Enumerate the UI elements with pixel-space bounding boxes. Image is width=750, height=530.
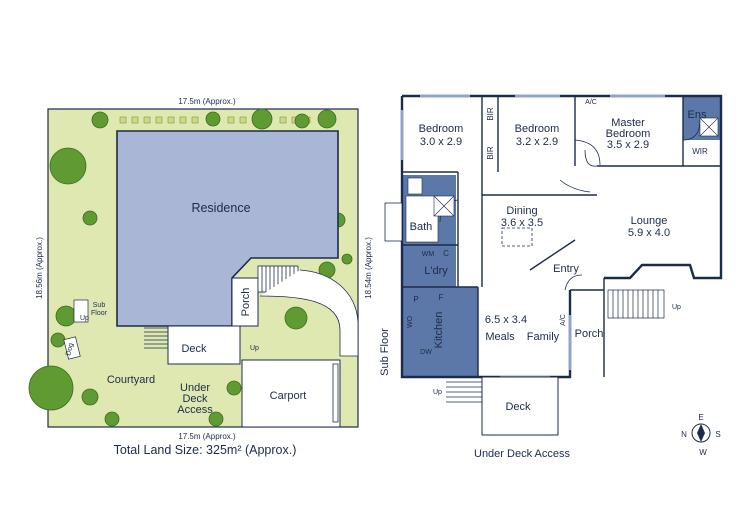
compass-n: N [681, 430, 687, 439]
sub-floor-label: Sub Floor [379, 328, 391, 376]
bedroom2-name: Bedroom [515, 123, 560, 135]
fridge-label: F [439, 293, 444, 302]
laundry-label: L'dry [424, 265, 448, 277]
site-up-label-2: Up [250, 345, 259, 352]
master-size: 3.5 x 2.9 [607, 139, 649, 151]
lounge-name: Lounge [631, 215, 668, 227]
lounge-size: 5.9 x 4.0 [628, 227, 670, 239]
compass-s: S [715, 430, 720, 439]
dishwasher-label: DW [420, 349, 432, 356]
site-plan: Residence Porch Deck Courtyard Under Dec… [28, 97, 373, 457]
site-subfloor-2: Floor [91, 310, 108, 317]
bath-room [405, 195, 439, 243]
floor-plan [384, 94, 723, 443]
site-porch-label: Porch [240, 288, 252, 317]
carport-area [241, 359, 341, 428]
site-carport-label: Carport [270, 390, 307, 402]
compass-icon [691, 423, 711, 443]
wm-label: WM [422, 251, 435, 258]
bedroom2-size: 3.2 x 2.9 [516, 136, 558, 148]
site-dim-top: 17.5m (Approx.) [178, 97, 236, 106]
meals-label: Meals [485, 331, 515, 343]
site-residence-label: Residence [191, 201, 250, 215]
site-deck-label: Deck [181, 343, 207, 355]
entry-label: Entry [553, 263, 579, 275]
vanity [407, 177, 423, 195]
site-subfloor-1: Sub [93, 302, 106, 309]
porch-area [231, 277, 259, 327]
pantry-label: P [413, 295, 418, 304]
door-swings [439, 119, 701, 291]
bir-label-2: BIR [486, 146, 495, 160]
trees [28, 108, 353, 427]
bathtub [384, 202, 403, 242]
bir-label-1: BIR [486, 107, 495, 121]
deck-steps [144, 327, 168, 349]
compass-w: W [699, 448, 707, 457]
laundry-wet-area [402, 245, 456, 287]
rear-deck [481, 376, 559, 436]
ac-label-2: A/C [560, 314, 567, 326]
wir-label: WIR [692, 147, 708, 156]
porch-label: Porch [575, 328, 604, 340]
compass-e: E [698, 413, 703, 422]
residence-block [116, 130, 339, 327]
bath-label: Bath [410, 221, 433, 233]
deck-stairs [446, 376, 482, 403]
wall-oven-label: WO [407, 315, 414, 328]
family-label: Family [527, 331, 560, 343]
deck-area [167, 325, 241, 365]
deck-label: Deck [505, 401, 531, 413]
family-size: 6.5 x 3.4 [485, 314, 527, 326]
ensuite-label: Ens [688, 109, 707, 121]
kitchen-wet-area [402, 287, 478, 377]
site-under-label-3: Access [177, 404, 213, 416]
up-label-2: Up [672, 304, 681, 311]
c-label: C [443, 249, 449, 258]
bedroom1-name: Bedroom [419, 123, 464, 135]
site-up-label: Up [80, 315, 89, 322]
site-under-label-1: Under [180, 382, 210, 394]
site-dim-bottom: 17.5m (Approx.) [178, 432, 236, 441]
porch-stairs [607, 289, 665, 319]
kitchen-label: Kitchen [433, 312, 445, 349]
dining-table [501, 227, 533, 247]
site-dim-right: 18.54m (Approx.) [364, 237, 373, 299]
total-land-size: Total Land Size: 325m² (Approx.) [114, 443, 297, 457]
floor-plan-labels: Bedroom 3.0 x 2.9 Bedroom 3.2 x 2.9 Mast… [379, 99, 721, 460]
under-deck-access-label: Under Deck Access [474, 448, 570, 460]
site-courtyard-label: Courtyard [107, 374, 155, 386]
site-under-label-2: Deck [182, 393, 208, 405]
dining-size: 3.6 x 3.5 [501, 217, 543, 229]
ac-label-1: A/C [585, 99, 597, 106]
garden-path [259, 269, 359, 357]
carport-gate [332, 363, 339, 423]
master-line1: Master [611, 117, 645, 129]
up-label-1: Up [433, 389, 442, 396]
site-dim-left: 18.56m (Approx.) [35, 237, 44, 299]
master-line2: Bedroom [606, 128, 651, 140]
dining-name: Dining [506, 205, 537, 217]
interior-walls [402, 96, 721, 377]
bedroom1-size: 3.0 x 2.9 [420, 136, 462, 148]
sub-floor-hatch [73, 299, 89, 323]
dog-kennel [63, 336, 81, 360]
site-dog-label: Dog [65, 342, 75, 356]
